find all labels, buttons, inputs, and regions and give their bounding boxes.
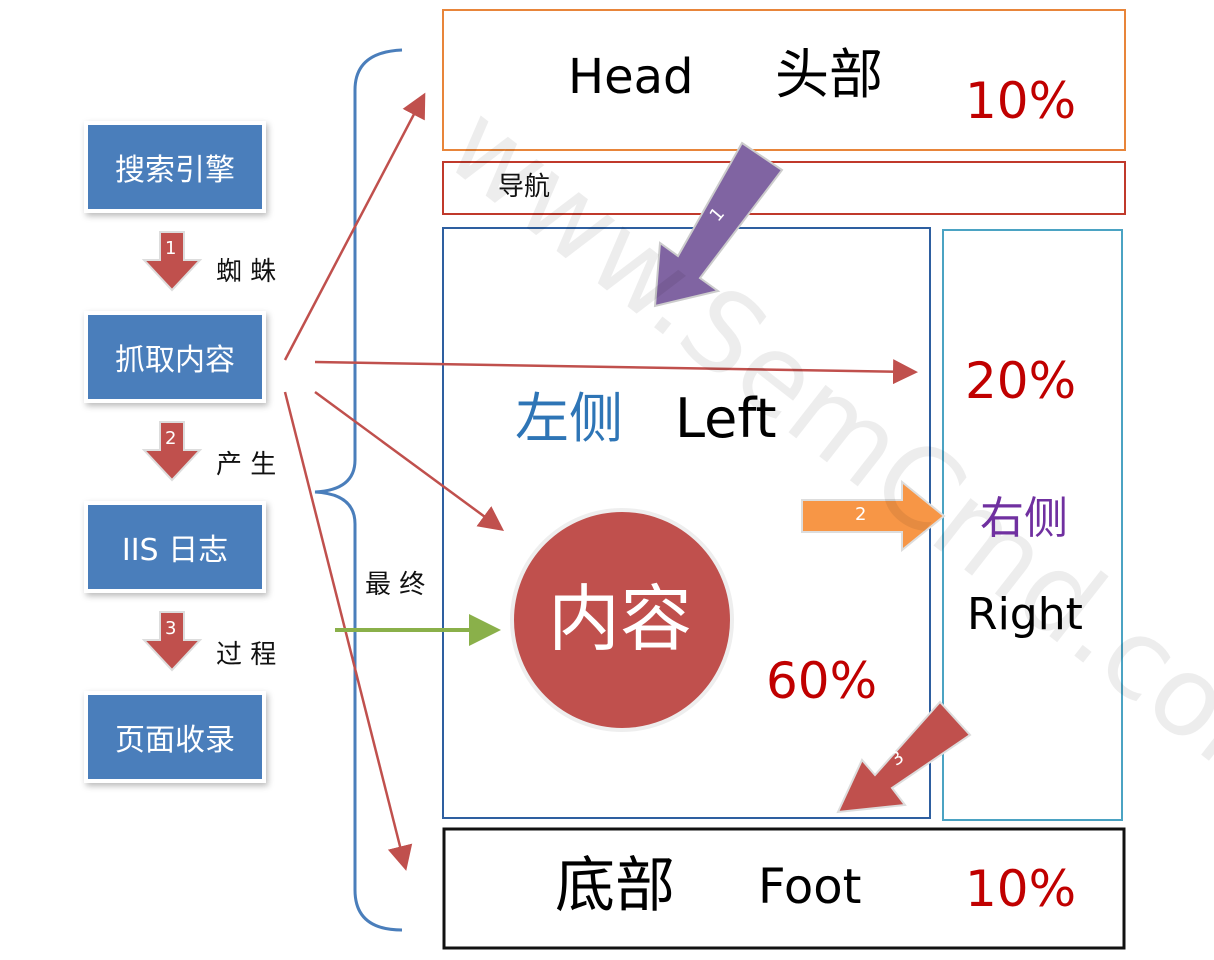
foot-en: Foot <box>758 859 862 915</box>
step-arrow-num-1: 1 <box>165 238 177 259</box>
right-zh: 右侧 <box>980 493 1068 544</box>
label-process: 过 程 <box>216 640 277 670</box>
foot-pct: 10% <box>965 860 1077 918</box>
head-box <box>442 9 1126 151</box>
arrow-to-right <box>314 359 918 385</box>
arrow-to-head <box>283 92 426 361</box>
right-en: Right <box>967 589 1083 640</box>
step-down-arrows <box>141 231 203 672</box>
head-en: Head <box>568 49 694 105</box>
left-zh: 左侧 <box>515 387 623 450</box>
label-generate: 产 生 <box>216 450 277 480</box>
flow-arrow-1 <box>653 141 784 308</box>
flow-arrow-2 <box>801 479 946 553</box>
nav-box <box>442 161 1126 215</box>
step-page-indexed: 页面收录 <box>88 695 262 779</box>
right-box <box>942 229 1123 821</box>
head-zh: 头部 <box>775 43 883 106</box>
step-search-engine: 搜索引擎 <box>88 125 262 209</box>
step-arrow-num-2: 2 <box>165 428 177 449</box>
step-arrow-num-3: 3 <box>165 618 177 639</box>
content-label: 内容 <box>548 577 693 661</box>
flow-arrow-3 <box>836 700 972 814</box>
foot-box <box>442 827 1126 950</box>
arrow-to-content <box>314 390 505 531</box>
step-iis-log: IIS 日志 <box>88 505 262 589</box>
foot-zh: 底部 <box>555 851 675 921</box>
head-pct: 10% <box>965 72 1077 130</box>
label-final: 最 终 <box>365 570 426 600</box>
step-crawl-content: 抓取内容 <box>88 315 262 399</box>
left-en: Left <box>675 387 777 450</box>
content-circle <box>510 508 734 732</box>
content-pct: 60% <box>766 652 878 710</box>
right-pct: 20% <box>965 352 1077 410</box>
flow-num-2: 2 <box>855 504 867 525</box>
curly-bracket <box>314 48 403 932</box>
nav-label: 导航 <box>498 172 551 202</box>
label-spider: 蜘 蛛 <box>216 257 277 287</box>
